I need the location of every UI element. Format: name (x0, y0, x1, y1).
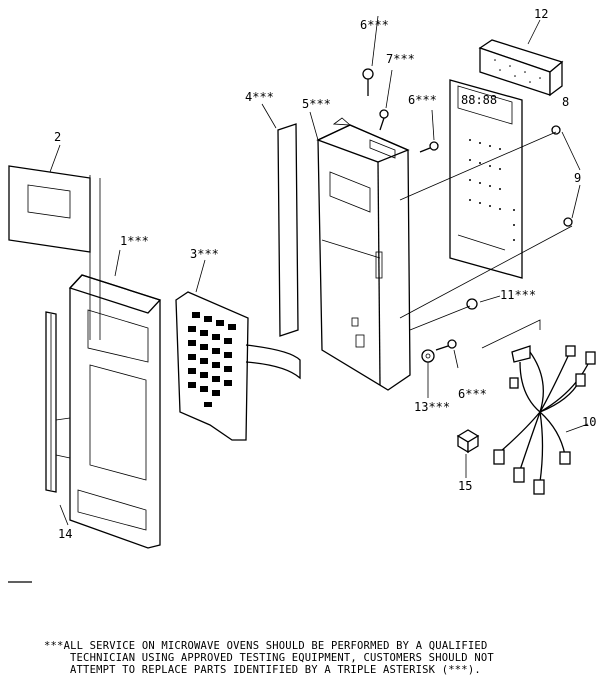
part-labels: 2 1*** 3*** 4*** 5*** 6*** 7*** 6*** 12 … (54, 7, 596, 541)
part-4-strip (261, 103, 299, 337)
part-14-seal-strip (45, 311, 71, 526)
label-13: 13*** (414, 400, 450, 414)
label-8: 8 (562, 95, 569, 109)
svg-text:88:88: 88:88 (461, 93, 497, 107)
part-13-washer (421, 349, 435, 363)
label-3: 3*** (190, 247, 219, 261)
label-9: 9 (574, 171, 581, 185)
label-6-bottom: 6*** (458, 387, 487, 401)
label-12: 12 (534, 7, 548, 21)
part-3-keypad (175, 259, 301, 441)
label-6-top: 6*** (360, 18, 389, 32)
label-2: 2 (54, 130, 61, 144)
part-2-window (8, 144, 91, 253)
part-1-door-frame (68, 175, 162, 549)
part-5-control-frame (309, 111, 411, 391)
label-4: 4*** (245, 90, 274, 104)
label-6-mid: 6*** (408, 93, 437, 107)
part-15-connector (456, 429, 480, 478)
footnote-line-3: ATTEMPT TO REPLACE PARTS IDENTIFIED BY A… (70, 664, 481, 676)
label-1: 1*** (120, 234, 149, 248)
part-12-foam-block (478, 19, 564, 97)
part-10-wire-harness (481, 319, 596, 495)
label-15: 15 (458, 479, 472, 493)
footnote-line-2: TECHNICIAN USING APPROVED TESTING EQUIPM… (70, 652, 494, 664)
footnote-line-1: ***ALL SERVICE ON MICROWAVE OVENS SHOULD… (44, 640, 488, 652)
part-8-display-board: 88:88 (449, 79, 523, 279)
label-7: 7*** (386, 52, 415, 66)
label-11: 11*** (500, 288, 536, 302)
label-14: 14 (58, 527, 72, 541)
service-footnote: ***ALL SERVICE ON MICROWAVE OVENS SHOULD… (44, 640, 604, 676)
label-5: 5*** (302, 97, 331, 111)
label-10: 10 (582, 415, 596, 429)
